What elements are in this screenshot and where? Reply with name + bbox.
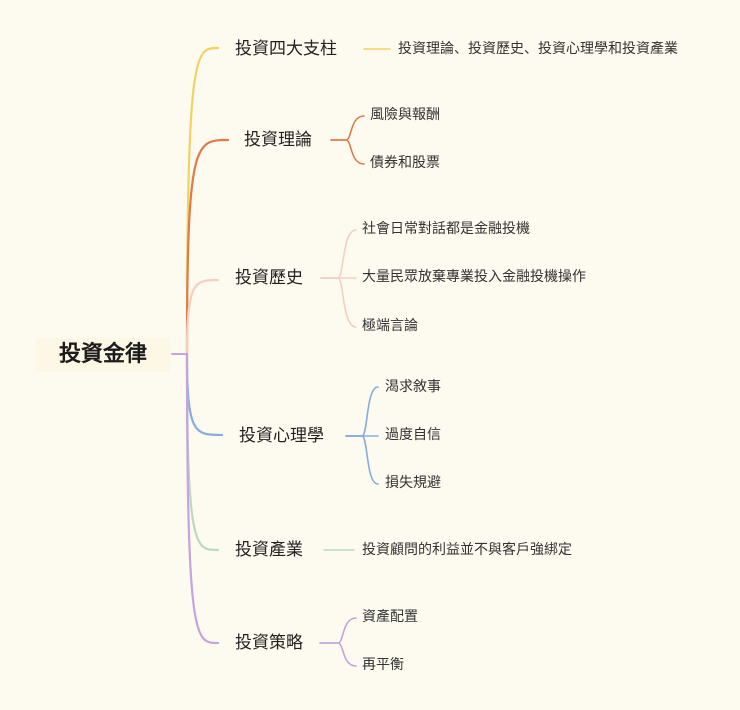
leaf-bonds-stocks[interactable]: 債券和股票 [370,155,440,171]
branch-connector-1 [185,138,230,356]
branch-connector-4 [185,352,220,552]
branch-investment-strategy[interactable]: 投資策略 [235,633,303,653]
branch-investment-psychology[interactable]: 投資心理學 [239,426,324,446]
leaf-extreme-views[interactable]: 極端言論 [362,318,418,334]
leaf-connector-2-2 [320,277,357,328]
leaf-pillars-list[interactable]: 投資理論、投資歷史、投資心理學和投資產業 [398,41,678,57]
leaf-rebalance[interactable]: 再平衡 [362,657,404,673]
leaf-connector-3-2 [345,435,379,485]
leaf-connector-2-0 [320,229,357,279]
branch-connector-2 [185,278,220,356]
leaf-asset-allocation[interactable]: 資產配置 [362,609,418,625]
leaf-speculation-talk[interactable]: 社會日常對話都是金融投機 [362,221,530,237]
branch-connector-0 [185,46,220,356]
leaf-connector-1-0 [330,115,365,141]
branch-investment-pillars[interactable]: 投資四大支柱 [235,39,337,59]
branch-connector-5 [185,352,220,645]
leaf-narrative-craving[interactable]: 渴求敘事 [385,379,441,395]
leaf-connector-5-1 [319,642,357,667]
leaf-risk-return[interactable]: 風險與報酬 [370,107,440,123]
leaf-connector-5-0 [319,617,357,644]
leaf-connector-3-0 [345,386,379,437]
leaf-mass-speculation[interactable]: 大量民眾放棄專業投入金融投機操作 [362,269,586,285]
branch-connector-3 [185,352,224,437]
leaf-advisor-interest[interactable]: 投資顧問的利益並不與客戶強綁定 [362,542,572,558]
root-topic[interactable]: 投資金律 [36,338,170,372]
leaf-loss-aversion[interactable]: 損失規避 [385,475,441,491]
branch-investment-history[interactable]: 投資歷史 [235,268,303,288]
leaf-connector-1-1 [330,139,365,165]
branch-investment-industry[interactable]: 投資產業 [235,540,303,560]
leaf-overconfidence[interactable]: 過度自信 [385,427,441,443]
branch-investment-theory[interactable]: 投資理論 [244,130,312,150]
